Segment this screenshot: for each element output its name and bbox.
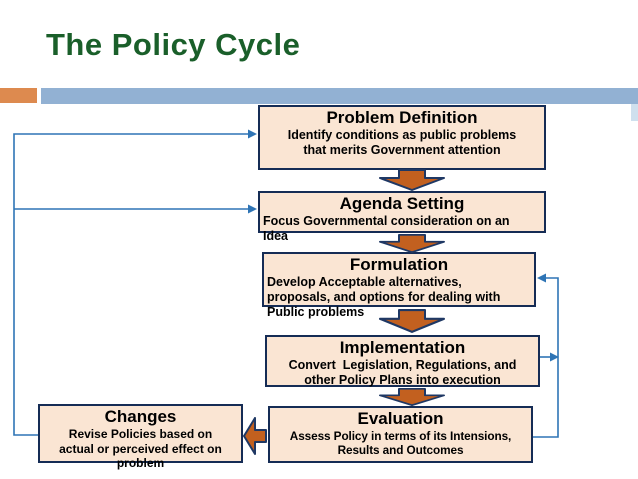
box-body: Revise Policies based on actual or perce… (59, 426, 222, 471)
box-body: Identify conditions as public problems t… (287, 127, 517, 158)
box-body: Convert Legislation, Regulations, and ot… (288, 357, 517, 388)
box-body: Assess Policy in terms of its Intensions… (289, 428, 512, 458)
left-feedback-arrowheads (248, 129, 257, 214)
down-arrow-icon (379, 234, 445, 253)
slide-title: The Policy Cycle (46, 27, 301, 62)
box-body: Focus Governmental consideration on an I… (263, 213, 510, 244)
right-feedback-arrowheads (537, 273, 559, 362)
down-arrow-icon (379, 169, 445, 191)
box-title: Formulation (349, 255, 449, 274)
flow-box-evaluation: Evaluation Assess Policy in terms of its… (268, 406, 533, 463)
down-arrow-icon (379, 388, 445, 406)
flow-box-formulation: Formulation Develop Acceptable alternati… (262, 252, 536, 319)
header-accent-blue-bar (41, 88, 638, 104)
flow-box-implementation: Implementation Convert Legislation, Regu… (265, 335, 540, 387)
flow-box-changes: Changes Revise Policies based on actual … (38, 404, 243, 470)
box-body: Develop Acceptable alternatives, proposa… (267, 274, 501, 320)
header-accent-right-sliver (631, 104, 638, 121)
left-arrow-icon (243, 417, 267, 455)
flow-box-problem-definition: Problem Definition Identify conditions a… (258, 105, 546, 170)
box-title: Implementation (339, 338, 466, 357)
left-feedback-connector (13, 133, 249, 436)
box-title: Evaluation (357, 409, 444, 428)
header-accent-orange-block (0, 88, 37, 103)
box-title: Changes (104, 407, 177, 426)
down-arrow-icon (379, 309, 445, 333)
box-title: Agenda Setting (339, 194, 465, 213)
box-title: Problem Definition (326, 108, 478, 127)
flow-box-agenda-setting: Agenda Setting Focus Governmental consid… (258, 191, 546, 243)
